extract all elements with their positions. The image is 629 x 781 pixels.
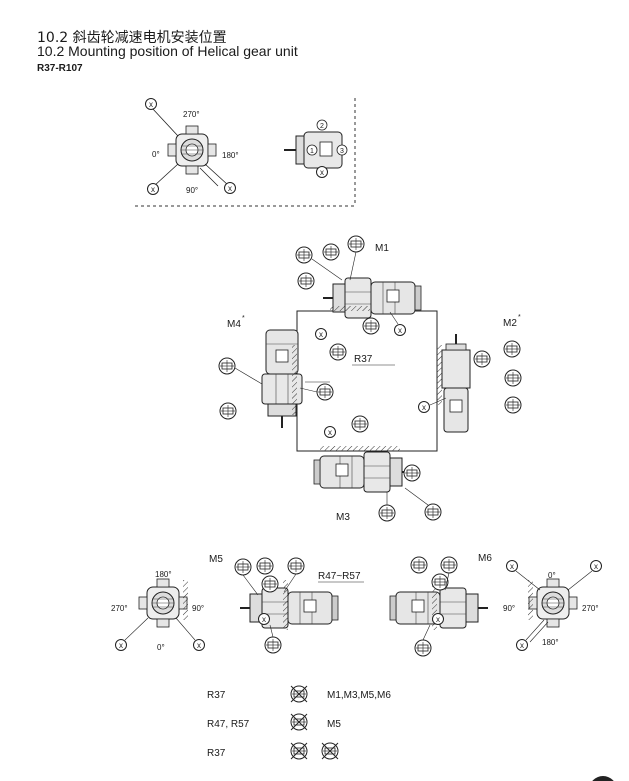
m1-gearmotor	[295, 235, 422, 336]
angle-180-label: 180°	[222, 151, 239, 160]
x-marker-icon	[432, 613, 444, 625]
legend-frame	[135, 98, 356, 207]
x-marker-icon	[145, 98, 157, 110]
model-range-subtitle: R37-R107	[37, 63, 83, 74]
position-m4-label: M4	[227, 319, 241, 330]
note-2-model: R47, R57	[207, 719, 250, 730]
note-1-positions: M1,M3,M5,M6	[327, 690, 391, 701]
x-marker-icon	[258, 613, 270, 625]
x-marker-icon	[590, 560, 602, 572]
m3-gearmotor	[313, 415, 442, 522]
page-marker-dot	[592, 776, 614, 781]
m6-angle-270-label: 270°	[582, 604, 599, 613]
m6-angle-90-label: 90°	[503, 604, 515, 613]
side-number-1: 1	[310, 148, 314, 155]
x-marker-icon	[316, 166, 328, 178]
m5-angle-270-label: 270°	[111, 604, 128, 613]
note-2-positions: M5	[327, 719, 341, 730]
m6-gearmotor	[389, 556, 489, 657]
x-marker-icon	[193, 639, 205, 651]
m5-front-view	[115, 578, 205, 651]
m5-angle-180-label: 180°	[155, 570, 172, 579]
angle-0-label: 0°	[152, 150, 160, 159]
excluded-orientation-icon	[321, 742, 339, 760]
x-marker-icon	[418, 401, 430, 413]
m4-gearmotor	[218, 328, 347, 429]
excluded-orientation-icon	[290, 713, 308, 731]
x-marker-icon	[324, 426, 336, 438]
m5-angle-0-label: 0°	[157, 643, 165, 652]
position-m5-label: M5	[209, 554, 223, 565]
position-m3-label: M3	[336, 512, 350, 523]
m2-gearmotor	[418, 334, 522, 433]
position-m2-star: *	[518, 314, 521, 321]
main-model-label: R37	[354, 354, 373, 365]
x-marker-icon	[115, 639, 127, 651]
side-number-2: 2	[320, 123, 324, 130]
m6-angle-180-label: 180°	[542, 638, 559, 647]
x-marker-icon	[147, 183, 159, 195]
position-m6-label: M6	[478, 553, 492, 564]
m5-angle-90-label: 90°	[192, 604, 204, 613]
x-marker-icon	[315, 328, 327, 340]
m6-front-view	[506, 560, 602, 651]
x-marker-icon	[506, 560, 518, 572]
angle-90-label: 90°	[186, 186, 198, 195]
position-m2-label: M2	[503, 318, 517, 329]
page-title-chinese: 10.2 斜齿轮减速电机安装位置	[37, 30, 227, 46]
x-marker-icon	[516, 639, 528, 651]
page-title-english: 10.2 Mounting position of Helical gear u…	[37, 43, 298, 59]
excluded-orientation-icon	[290, 742, 308, 760]
x-marker-icon	[224, 182, 236, 194]
legend-side-view	[284, 119, 348, 178]
m6-angle-0-label: 0°	[548, 571, 556, 580]
position-m4-star: *	[242, 315, 245, 322]
excluded-orientation-icon	[290, 685, 308, 703]
note-1-model: R37	[207, 690, 226, 701]
position-m1-label: M1	[375, 243, 389, 254]
note-3-model: R37	[207, 748, 226, 759]
x-marker-icon	[394, 324, 406, 336]
legend-front-view	[145, 98, 236, 195]
notes-table: R37 M1,M3,M5,M6 R47, R57 M5 R37	[207, 685, 391, 760]
m5-gearmotor	[234, 557, 339, 654]
side-number-3: 3	[340, 148, 344, 155]
angle-270-label: 270°	[183, 110, 200, 119]
bottom-model-label: R47~R57	[318, 571, 361, 582]
